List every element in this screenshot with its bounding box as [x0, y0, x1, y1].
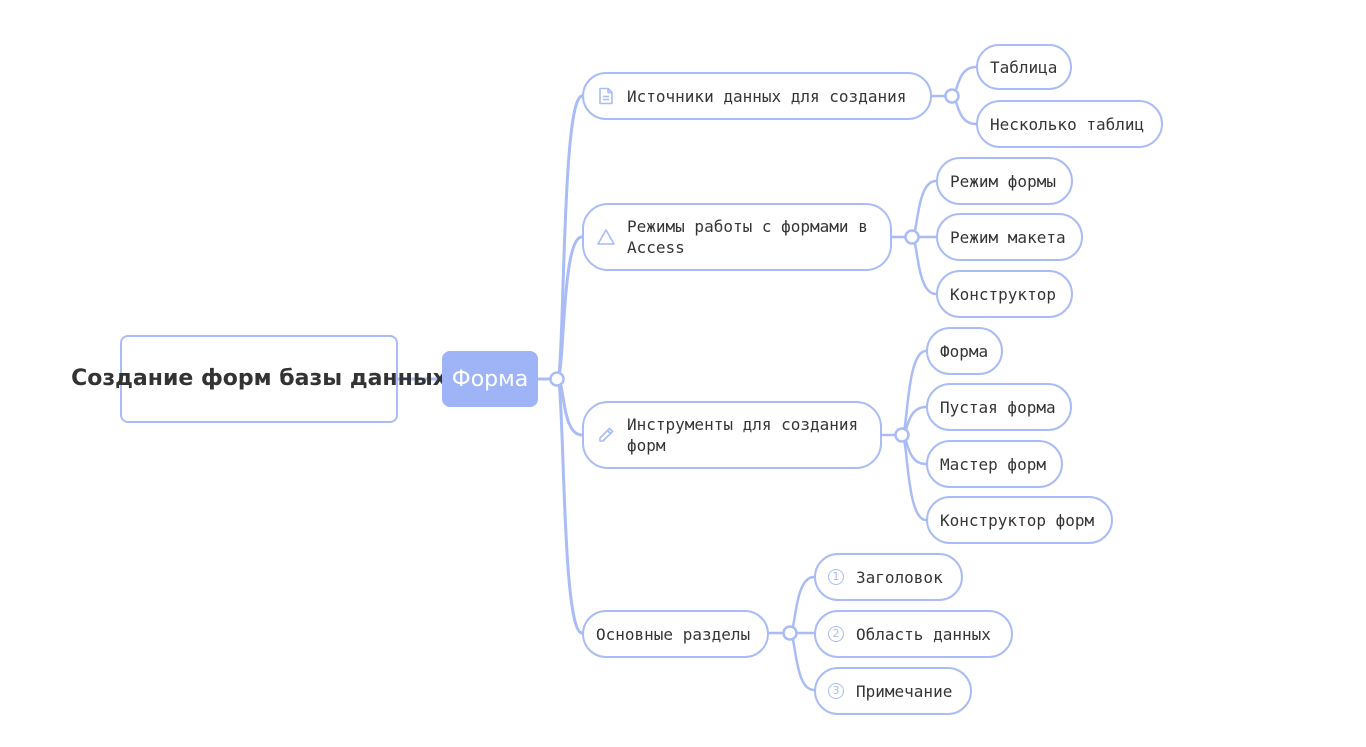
branch-label: Инструменты для создания форм	[627, 415, 859, 455]
root-topic[interactable]: Создание форм базы данных	[71, 335, 447, 423]
leaf-blank-form[interactable]: Пустая форма	[926, 383, 1072, 431]
leaf-table[interactable]: Таблица	[976, 44, 1072, 90]
leaf-layout-mode[interactable]: Режим макета	[936, 213, 1083, 261]
document-icon	[596, 86, 616, 106]
branch-to-leaf-line	[900, 433, 928, 522]
leaf-label: Несколько таблиц	[990, 114, 1145, 134]
leaf-label: Примечание	[856, 681, 953, 701]
leaf-label: Мастер форм	[940, 454, 1046, 474]
branch-data-sources[interactable]: Источники данных для создания	[582, 72, 932, 120]
number-2-icon: 2	[828, 626, 844, 642]
leaf-data-area[interactable]: 2 Область данных	[814, 610, 1013, 658]
branch-label: Источники данных для создания	[627, 86, 907, 106]
number-3-icon: 3	[828, 683, 844, 699]
leaf-label: Режим формы	[950, 171, 1056, 191]
branch-creation-tools[interactable]: Инструменты для создания форм	[582, 401, 882, 469]
triangle-icon	[596, 227, 616, 247]
leaf-designer[interactable]: Конструктор	[936, 270, 1073, 318]
branch-to-leaf-line	[900, 349, 928, 437]
leaf-form-tool[interactable]: Форма	[926, 327, 1003, 375]
branch-label: Режимы работы с формами в Access	[627, 217, 868, 257]
branch-to-leaf-line	[788, 575, 816, 635]
leaf-label: Конструктор	[950, 284, 1056, 304]
branch-access-modes[interactable]: Режимы работы с формами в Access	[582, 203, 892, 271]
collapse-knob-branch[interactable]	[894, 427, 910, 443]
collapse-knob-branch[interactable]	[904, 229, 920, 245]
leaf-form-designer[interactable]: Конструктор форм	[926, 496, 1113, 544]
branch-main-sections[interactable]: Основные разделы	[582, 610, 769, 658]
root-topic-label: Создание форм базы данных	[71, 366, 447, 391]
branch-to-leaf-line	[788, 631, 816, 692]
leaf-label: Область данных	[856, 624, 991, 644]
leaf-label: Режим макета	[950, 227, 1066, 247]
number-1-icon: 1	[828, 569, 844, 585]
hub-to-branch-line	[555, 377, 584, 635]
leaf-label: Таблица	[990, 57, 1058, 77]
pencil-icon	[596, 425, 616, 445]
leaf-label: Форма	[940, 341, 989, 361]
collapse-knob-hub[interactable]	[549, 371, 565, 387]
central-topic-label: Форма	[451, 366, 529, 392]
leaf-label: Заголовок	[856, 567, 943, 587]
leaf-footer-note[interactable]: 3 Примечание	[814, 667, 972, 715]
leaf-multiple-tables[interactable]: Несколько таблиц	[976, 100, 1163, 148]
leaf-form-wizard[interactable]: Мастер форм	[926, 440, 1063, 488]
leaf-label: Конструктор форм	[940, 510, 1095, 530]
leaf-label: Пустая форма	[940, 397, 1056, 417]
leaf-header[interactable]: 1 Заголовок	[814, 553, 963, 601]
central-topic-forma[interactable]: Форма	[442, 351, 538, 407]
branch-to-leaf-line	[910, 235, 938, 296]
branch-label: Основные разделы	[596, 624, 751, 644]
leaf-form-mode[interactable]: Режим формы	[936, 157, 1073, 205]
hub-to-branch-line	[555, 235, 584, 381]
collapse-knob-branch[interactable]	[944, 88, 960, 104]
branch-to-leaf-line	[910, 179, 938, 239]
collapse-knob-branch[interactable]	[782, 625, 798, 641]
